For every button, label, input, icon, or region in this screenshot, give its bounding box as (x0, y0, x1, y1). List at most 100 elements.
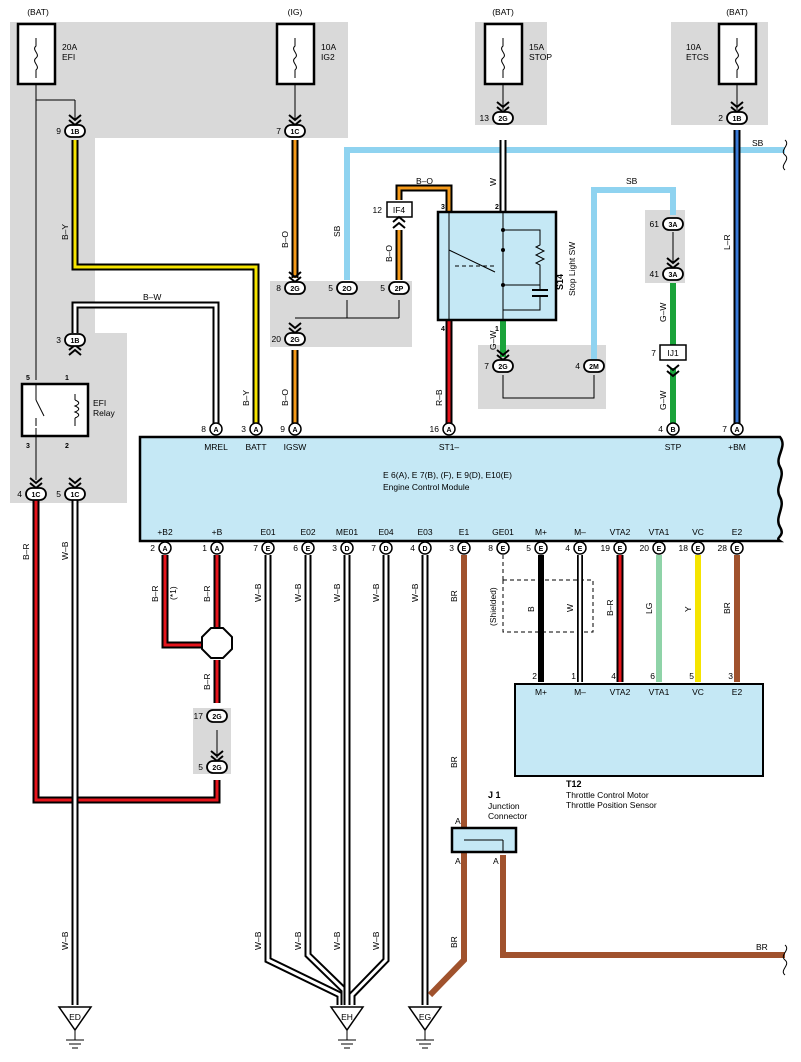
terminal-pin: 8 (201, 424, 206, 434)
svg-text:LG: LG (644, 603, 654, 614)
svg-text:IJ1: IJ1 (667, 348, 679, 358)
terminal-pin: 7 (722, 424, 727, 434)
svg-text:J 1: J 1 (488, 790, 501, 800)
terminal-pin: 3 (728, 671, 733, 681)
connector-pin: 4 (575, 361, 580, 371)
svg-text:(BAT): (BAT) (726, 7, 748, 17)
connector-c2o: 2O 5 (328, 281, 358, 295)
terminal-conn: E (266, 546, 271, 553)
svg-text:ETCS: ETCS (686, 52, 709, 62)
connector-c1b_etcs: 1B2 (718, 101, 748, 125)
connector-id: 2O (342, 286, 352, 293)
svg-text:L–R: L–R (722, 234, 732, 250)
terminal-label: +BM (728, 442, 746, 452)
svg-text:Throttle Position Sensor: Throttle Position Sensor (566, 800, 657, 810)
connector-pin: 17 (194, 711, 204, 721)
connector-id: 1B (733, 116, 742, 123)
terminal-pin: 6 (293, 543, 298, 553)
svg-text:S14: S14 (555, 274, 565, 290)
connector-c1c_top: 1C7 (276, 114, 306, 138)
svg-text:A: A (455, 816, 461, 826)
connector-pin: 20 (272, 334, 282, 344)
terminal-label: VTA1 (649, 527, 670, 537)
terminal-conn: D (422, 546, 427, 553)
terminal-conn: A (214, 546, 219, 553)
ground-eg: EG (407, 1006, 443, 1049)
terminal-label: VTA2 (610, 687, 631, 697)
svg-text:B–R: B–R (605, 599, 615, 616)
svg-text:BR: BR (722, 602, 732, 614)
svg-text:IG2: IG2 (321, 52, 335, 62)
terminal-pin: 3 (449, 543, 454, 553)
svg-text:B–Y: B–Y (241, 390, 251, 406)
svg-text:W–B: W–B (293, 931, 303, 950)
svg-text:W–B: W–B (371, 931, 381, 950)
svg-text:A: A (493, 856, 499, 866)
connector-id: 1B (71, 129, 80, 136)
svg-text:B–Y: B–Y (60, 224, 70, 240)
throttle-terminal-4: 5VC (689, 671, 704, 697)
terminal-conn: A (253, 427, 258, 434)
svg-text:W–B: W–B (332, 931, 342, 950)
connector-id: 2M (589, 364, 599, 371)
terminal-label: VTA2 (610, 527, 631, 537)
svg-text:BR: BR (449, 756, 459, 768)
terminal-label: GE01 (492, 527, 514, 537)
svg-text:SB: SB (332, 225, 342, 237)
svg-text:SB: SB (752, 138, 764, 148)
svg-text:A: A (455, 856, 461, 866)
connector-pin: 9 (56, 126, 61, 136)
connector-pin: 5 (328, 283, 333, 293)
terminal-pin: 18 (679, 543, 689, 553)
connector-c2g_8: 2G8 (276, 271, 306, 295)
connector-id: 1B (71, 338, 80, 345)
terminal-pin: 4 (611, 671, 616, 681)
svg-text:4: 4 (441, 326, 445, 333)
engine-control-module: E 6(A), E 7(B), (F), E 9(D), E10(E) Engi… (138, 435, 785, 543)
svg-text:STOP: STOP (529, 52, 552, 62)
connector-c2p: 2P5 (380, 281, 410, 295)
svg-text:W–B: W–B (253, 931, 263, 950)
svg-text:W–B: W–B (371, 583, 381, 602)
terminal-label: ST1– (439, 442, 460, 452)
terminal-conn: E (696, 546, 701, 553)
svg-text:B–O: B–O (416, 176, 433, 186)
svg-text:B–R: B–R (150, 585, 160, 602)
junction-connector: J 1 Junction Connector A A A (450, 790, 527, 866)
terminal-pin: 28 (718, 543, 728, 553)
terminal-conn: D (383, 546, 388, 553)
svg-text:B–R: B–R (21, 543, 31, 560)
ecm-terminal-b9: E5M+ (526, 527, 548, 555)
ground-ed: ED (57, 1006, 93, 1049)
svg-text:2: 2 (65, 443, 69, 450)
svg-text:3: 3 (26, 443, 30, 450)
svg-text:Engine Control Module: Engine Control Module (383, 482, 470, 492)
terminal-conn: A (292, 427, 297, 434)
svg-text:B–O: B–O (384, 245, 394, 262)
svg-text:20A: 20A (62, 42, 77, 52)
svg-text:(IG): (IG) (288, 7, 303, 17)
svg-text:Y: Y (683, 606, 693, 612)
svg-text:2: 2 (495, 204, 499, 211)
svg-text:Relay: Relay (93, 408, 115, 418)
svg-text:R–B: R–B (434, 389, 444, 406)
terminal-conn: A (446, 427, 451, 434)
terminal-label: M+ (535, 687, 547, 697)
terminal-conn: E (657, 546, 662, 553)
terminal-label: MREL (204, 442, 228, 452)
throttle-terminal-5: 3E2 (728, 671, 742, 697)
svg-text:W–B: W–B (60, 541, 70, 560)
terminal-conn: E (735, 546, 740, 553)
